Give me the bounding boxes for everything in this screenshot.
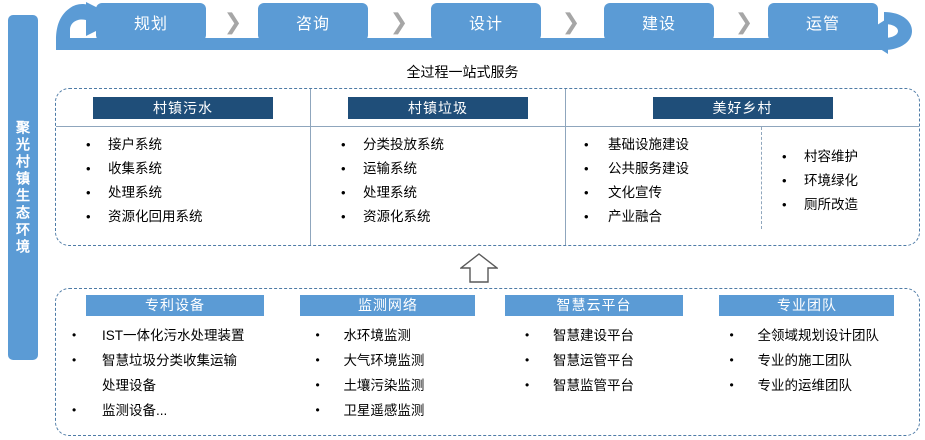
list-item: • 全领域规划设计团队 (729, 328, 879, 343)
list-item: 处理系统 (311, 181, 565, 205)
middle-panel: 村镇污水 接户系统 收集系统 处理系统 资源化回用系统 村镇垃圾 分类投放系统 … (55, 88, 920, 246)
list-item-text: 智慧垃圾分类收集运输 (102, 353, 237, 368)
list-item: • 水环境监测 (315, 328, 411, 343)
process-step-2[interactable]: 咨询 (258, 3, 368, 41)
process-step-2-label: 咨询 (295, 16, 330, 33)
list-item: 运输系统 (311, 157, 565, 181)
list-item-text: 监测设备... (102, 403, 168, 418)
list-item: 资源化回用系统 (56, 205, 310, 229)
bottom-column-cloud: 智慧云平台 • 智慧建设平台 • 智慧运管平台 • 智慧监管平台 (495, 295, 710, 435)
list-item: • IST一体化污水处理装置 (72, 328, 245, 343)
bottom-column-monitoring-header: 监测网络 (300, 295, 476, 316)
list-item: 基础设施建设 (566, 133, 761, 157)
process-separator-1: ❯ (223, 9, 243, 34)
process-separator-2: ❯ (389, 9, 409, 34)
list-item: 接户系统 (56, 133, 310, 157)
bottom-column-equipment-list: • IST一体化污水处理装置 • 智慧垃圾分类收集运输 处理设备 • 监测设备.… (56, 316, 295, 423)
list-item-text: 水环境监测 (343, 328, 411, 343)
middle-column-village-header: 美好乡村 (652, 97, 833, 119)
list-item-text: 全领域规划设计团队 (757, 328, 879, 343)
sidebar-vertical-label: 聚光村镇生态环境 (8, 15, 38, 360)
list-item-text: 大气环境监测 (343, 353, 425, 368)
process-step-1[interactable]: 规划 (96, 3, 206, 41)
middle-column-garbage-header: 村镇垃圾 (348, 97, 528, 119)
bottom-column-team-list: • 全领域规划设计团队 • 专业的施工团队 • 专业的运维团队 (709, 316, 919, 398)
list-item: 公共服务建设 (566, 157, 761, 181)
process-step-5-label: 运管 (805, 16, 840, 33)
middle-column-wastewater-header: 村镇污水 (93, 97, 273, 119)
list-item-text: IST一体化污水处理装置 (102, 328, 245, 343)
middle-column-village-list-right: 村容维护 环境绿化 厕所改造 (762, 127, 919, 217)
list-item: • 土壤污染监测 (315, 378, 425, 393)
list-item-text: 专业的运维团队 (757, 378, 852, 393)
sidebar-label-text: 聚光村镇生态环境 (15, 119, 31, 256)
list-item: • 监测设备... (72, 403, 168, 418)
process-step-4-label: 建设 (641, 16, 676, 33)
list-item: 处理设备 (56, 373, 295, 398)
list-item: 村容维护 (762, 145, 919, 169)
bottom-column-monitoring: 监测网络 • 水环境监测 • 大气环境监测 • 土壤污染监测 (295, 295, 495, 435)
list-item: • 专业的施工团队 (729, 353, 852, 368)
process-step-3[interactable]: 设计 (431, 3, 541, 41)
list-item-text: 土壤污染监测 (343, 378, 425, 393)
list-item: 收集系统 (56, 157, 310, 181)
process-separator-3: ❯ (561, 9, 581, 34)
list-item-text: 卫星遥感监测 (343, 403, 425, 418)
bottom-column-monitoring-list: • 水环境监测 • 大气环境监测 • 土壤污染监测 • 卫星遥感监测 (295, 316, 495, 423)
list-item-text: 专业的施工团队 (757, 353, 852, 368)
middle-column-village: 美好乡村 基础设施建设 公共服务建设 文化宣传 产业融合 村容维护 (566, 89, 919, 245)
list-item-text: 智慧监管平台 (552, 378, 634, 393)
list-item: • 智慧运管平台 (524, 353, 634, 368)
process-step-3-label: 设计 (468, 16, 503, 33)
bottom-column-team-header: 专业团队 (719, 295, 895, 316)
bottom-panel: 专利设备 • IST一体化污水处理装置 • 智慧垃圾分类收集运输 处理设备 • (55, 288, 920, 436)
up-arrow-icon (460, 253, 498, 283)
process-step-1-label: 规划 (133, 16, 168, 33)
list-item: 环境绿化 (762, 169, 919, 193)
list-item: • 智慧监管平台 (524, 378, 634, 393)
list-item: 资源化系统 (311, 205, 565, 229)
middle-column-wastewater: 村镇污水 接户系统 收集系统 处理系统 资源化回用系统 (56, 89, 311, 245)
middle-column-garbage: 村镇垃圾 分类投放系统 运输系统 处理系统 资源化系统 (311, 89, 566, 245)
list-item: 处理系统 (56, 181, 310, 205)
list-item-text: 处理设备 (102, 378, 156, 393)
bottom-column-equipment: 专利设备 • IST一体化污水处理装置 • 智慧垃圾分类收集运输 处理设备 • (56, 295, 295, 435)
middle-column-wastewater-list: 接户系统 收集系统 处理系统 资源化回用系统 (56, 127, 310, 229)
process-step-4[interactable]: 建设 (604, 3, 714, 41)
bottom-column-cloud-header: 智慧云平台 (504, 295, 683, 316)
list-item-text: 智慧运管平台 (552, 353, 634, 368)
list-item: 产业融合 (566, 205, 761, 229)
bottom-column-cloud-list: • 智慧建设平台 • 智慧运管平台 • 智慧监管平台 (495, 316, 710, 398)
bottom-column-equipment-header: 专利设备 (86, 295, 264, 316)
list-item-text: 智慧建设平台 (552, 328, 634, 343)
process-step-5[interactable]: 运管 (768, 3, 878, 41)
list-item: • 卫星遥感监测 (315, 403, 425, 418)
list-item: • 智慧建设平台 (524, 328, 634, 343)
process-separator-4: ❯ (734, 9, 754, 34)
middle-column-village-list-left: 基础设施建设 公共服务建设 文化宣传 产业融合 (566, 127, 761, 229)
list-item: • 专业的运维团队 (729, 378, 852, 393)
list-item: 文化宣传 (566, 181, 761, 205)
list-item: • 智慧垃圾分类收集运输 (72, 353, 237, 368)
bottom-column-team: 专业团队 • 全领域规划设计团队 • 专业的施工团队 • 专业的运维团队 (709, 295, 919, 435)
list-item: 分类投放系统 (311, 133, 565, 157)
process-subtitle: 全过程一站式服务 (406, 64, 519, 80)
list-item: • 大气环境监测 (315, 353, 425, 368)
middle-column-garbage-list: 分类投放系统 运输系统 处理系统 资源化系统 (311, 127, 565, 229)
list-item: 厕所改造 (762, 193, 919, 217)
